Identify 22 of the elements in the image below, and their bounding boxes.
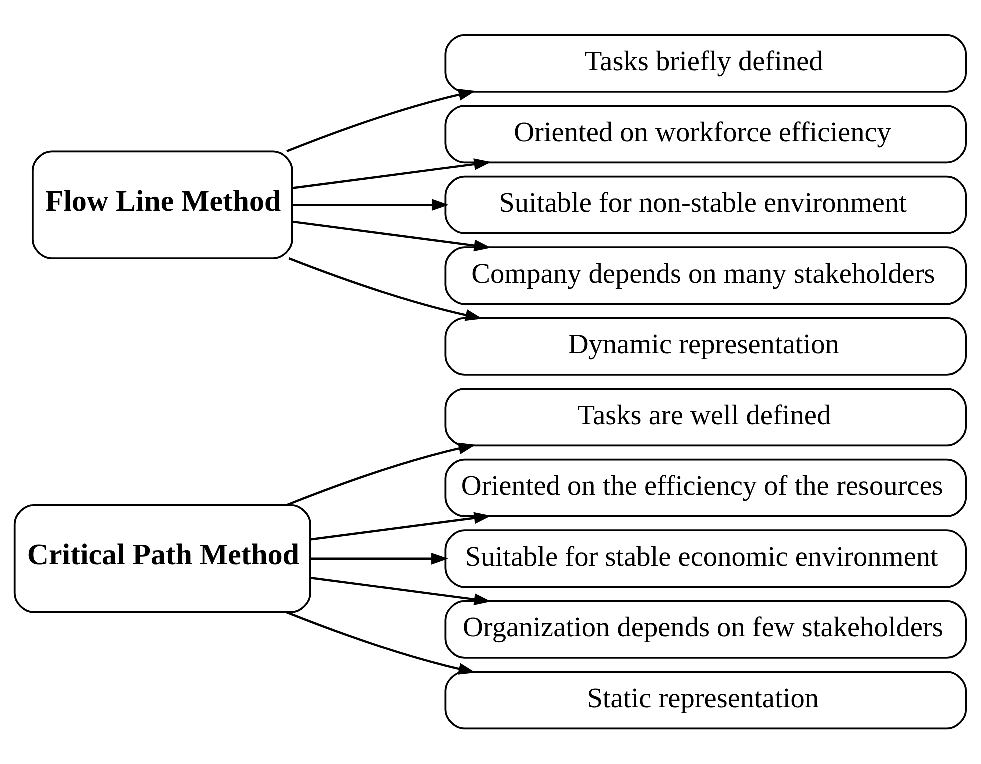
node-box: Static representation <box>444 671 968 730</box>
node-box: Flow Line Method <box>32 150 294 260</box>
node-box: Suitable for stable economic environment <box>444 530 968 588</box>
node-box: Critical Path Method <box>14 504 312 614</box>
node-box: Oriented on the efficiency of the resources <box>444 458 968 518</box>
arrow <box>310 512 492 541</box>
node-box: Tasks are well defined <box>444 388 968 447</box>
arrow <box>286 89 476 152</box>
node-box: Oriented on workforce efficiency <box>444 105 968 164</box>
arrow <box>292 158 492 190</box>
arrow <box>286 442 476 506</box>
arrow <box>286 612 476 675</box>
arrow <box>288 258 483 322</box>
node-box: Company depends on many stakeholders <box>444 246 968 306</box>
arrow <box>292 220 492 252</box>
node-box: Dynamic representation <box>444 317 968 376</box>
node-box: Tasks briefly defined <box>444 34 968 93</box>
arrow <box>310 577 492 606</box>
node-box: Organization depends on few stakeholders <box>444 600 968 659</box>
node-box: Suitable for non-stable environment <box>444 176 968 234</box>
arrow <box>292 199 449 212</box>
arrow <box>311 552 449 565</box>
